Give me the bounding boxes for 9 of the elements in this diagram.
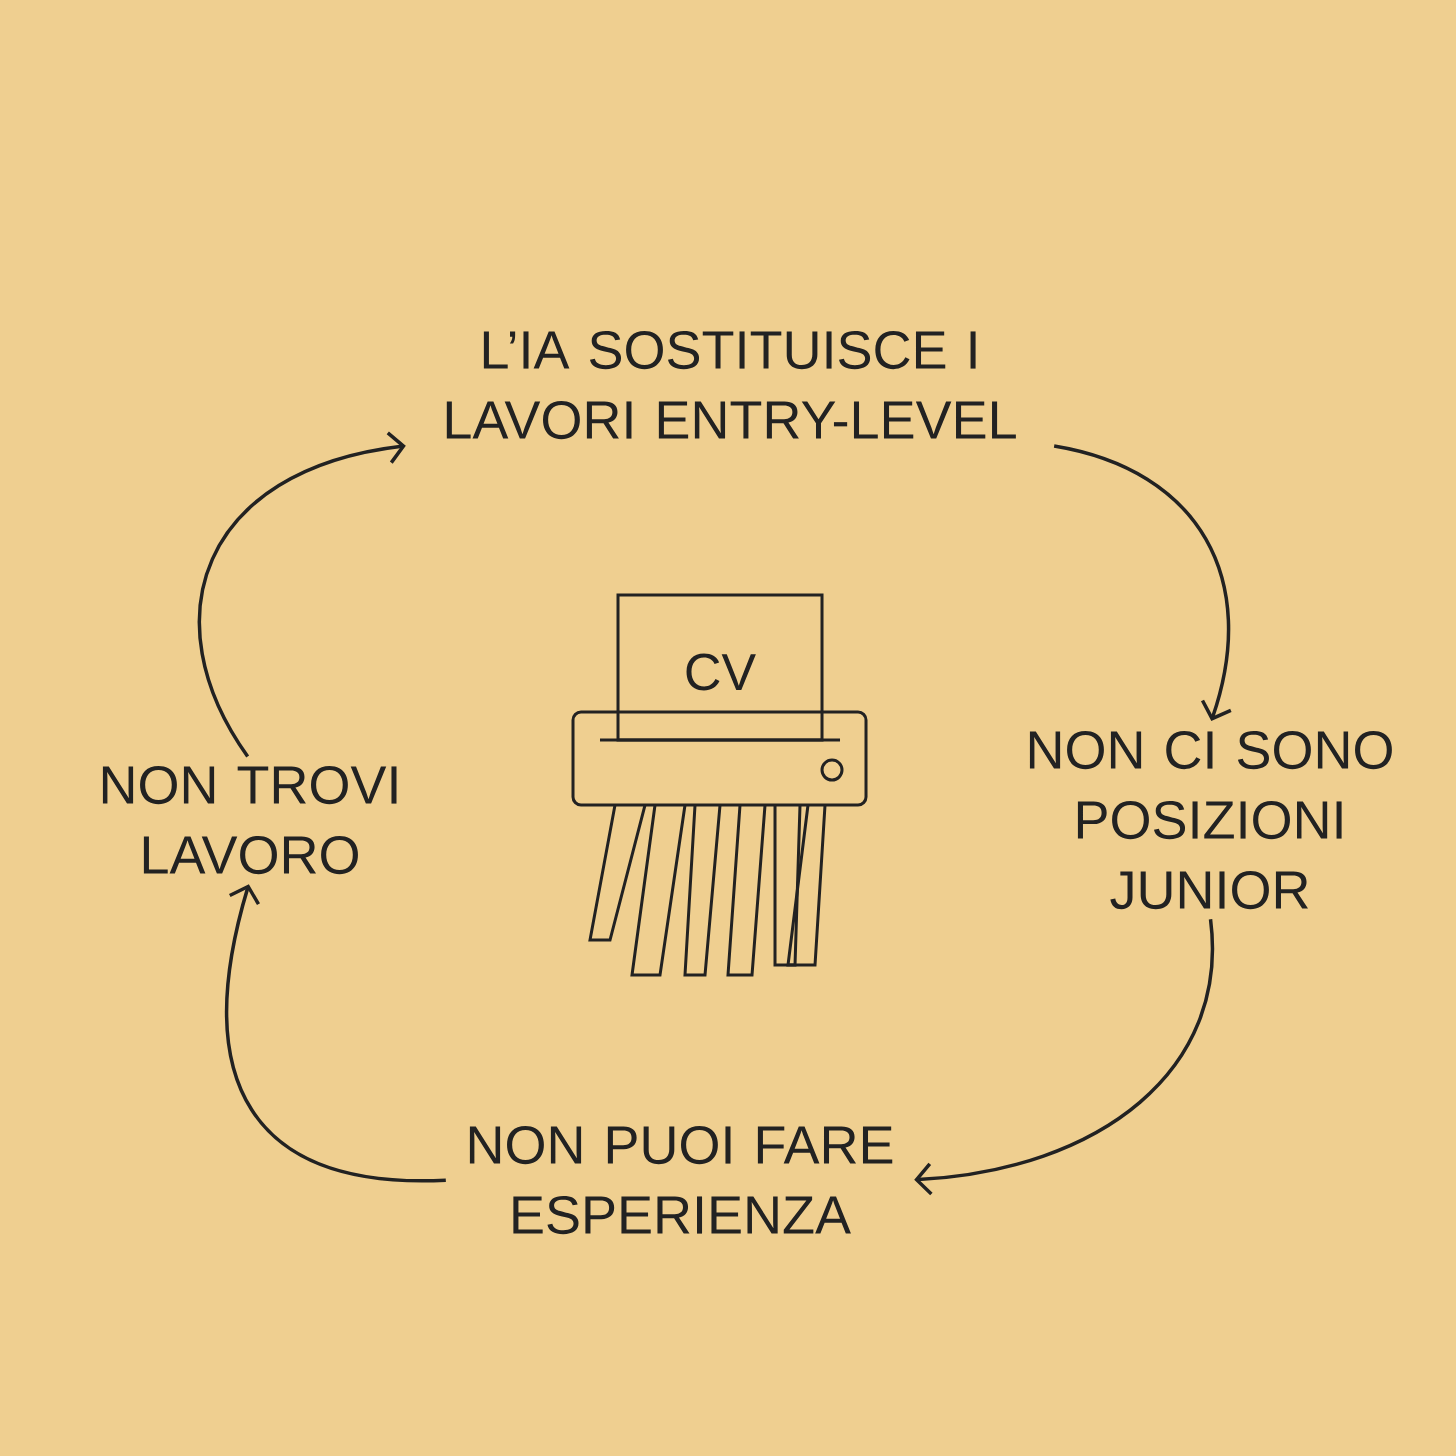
curved-arrow xyxy=(1053,444,1232,721)
document-label: CV xyxy=(686,653,756,691)
statement-text: L’IA SOSTITUISCE I LAVORI ENTRY-LEVEL xyxy=(446,330,1016,440)
statement-text: NON PUOI FARE ESPERIENZA xyxy=(469,1125,893,1235)
statement-text: NON CI SONO POSIZIONI JUNIOR xyxy=(1029,730,1392,910)
curved-arrow xyxy=(914,919,1214,1196)
curved-arrow xyxy=(225,884,446,1182)
curved-arrow xyxy=(197,431,406,758)
statement-text: NON TROVI LAVORO xyxy=(102,765,397,875)
